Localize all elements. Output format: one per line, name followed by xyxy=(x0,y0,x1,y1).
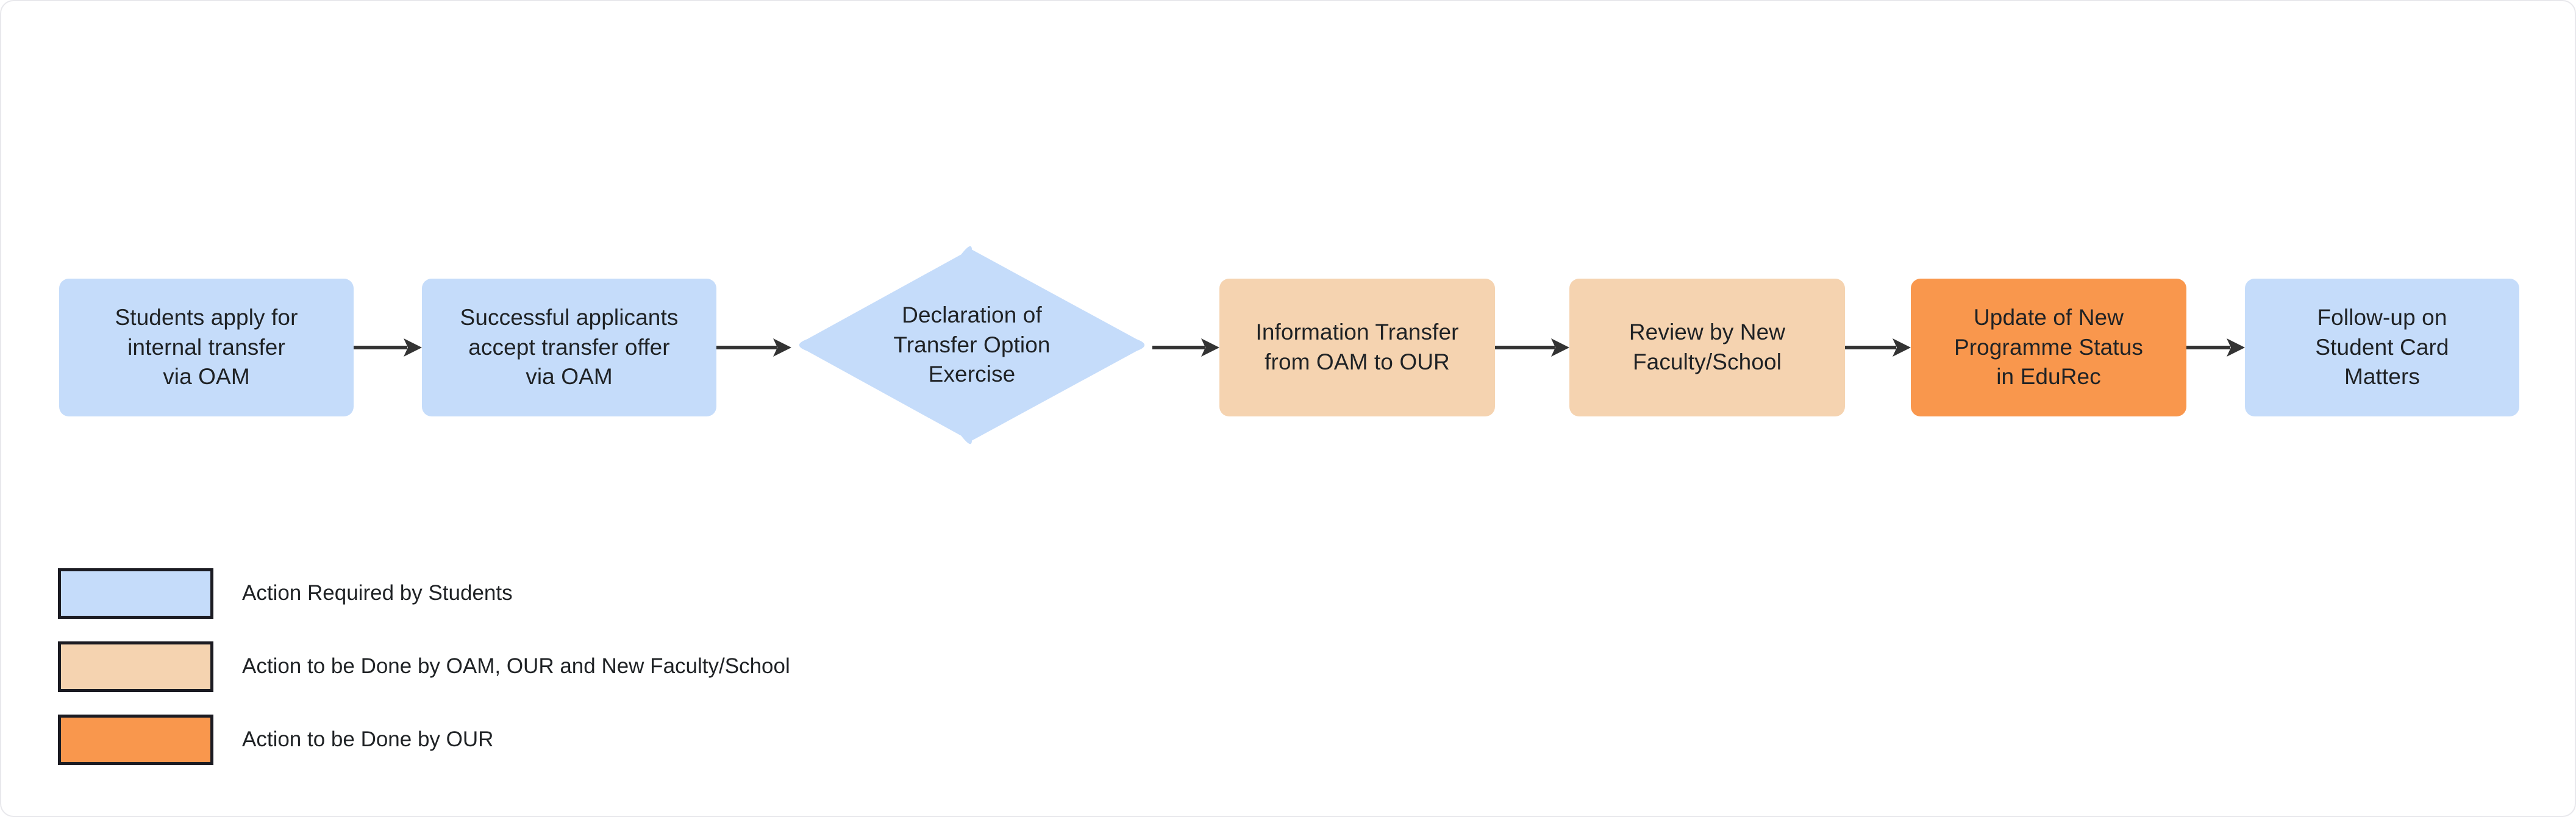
flow-node-label: Follow-up on Student Card Matters xyxy=(2315,304,2449,390)
legend-label: Action to be Done by OUR xyxy=(242,727,494,751)
flow-arrow-6 xyxy=(2186,338,2245,357)
flow-node-5[interactable]: Review by New Faculty/School xyxy=(1569,279,1845,416)
flow-arrow-3 xyxy=(1152,338,1219,357)
legend-row: Action to be Done by OUR xyxy=(58,715,1277,788)
flow-node-label: Information Transfer from OAM to OUR xyxy=(1255,319,1459,374)
flow-node-label: Successful applicants accept transfer of… xyxy=(460,304,679,390)
legend-label: Action Required by Students xyxy=(242,581,513,605)
flow-node-label: Review by New Faculty/School xyxy=(1629,319,1786,374)
legend-color-swatch xyxy=(58,715,213,765)
flow-node-2[interactable]: Successful applicants accept transfer of… xyxy=(422,279,716,416)
legend-row: Action Required by Students xyxy=(58,568,1277,641)
flow-arrow-2 xyxy=(716,338,791,357)
flow-node-label: Update of New Programme Status in EduRec xyxy=(1953,304,2144,390)
flow-arrow-1 xyxy=(354,338,422,357)
legend-label: Action to be Done by OAM, OUR and New Fa… xyxy=(242,654,790,678)
flow-node-3[interactable]: Declaration of Transfer Option Exercise xyxy=(791,241,1152,449)
flow-arrow-5 xyxy=(1845,338,1911,357)
flow-arrow-4 xyxy=(1495,338,1569,357)
flow-node-label: Declaration of Transfer Option Exercise xyxy=(893,302,1051,387)
legend-color-swatch xyxy=(58,641,213,692)
legend-color-swatch xyxy=(58,568,213,619)
flow-node-label: Students apply for internal transfer via… xyxy=(115,304,298,390)
process-flow-row: Students apply for internal transfer via… xyxy=(1,1,2575,477)
flow-node-7[interactable]: Follow-up on Student Card Matters xyxy=(2245,279,2519,416)
flow-node-6[interactable]: Update of New Programme Status in EduRec xyxy=(1911,279,2186,416)
flow-node-4[interactable]: Information Transfer from OAM to OUR xyxy=(1219,279,1495,416)
legend-row: Action to be Done by OAM, OUR and New Fa… xyxy=(58,641,1277,715)
diamond-shape xyxy=(799,246,1145,444)
flow-node-1[interactable]: Students apply for internal transfer via… xyxy=(59,279,354,416)
